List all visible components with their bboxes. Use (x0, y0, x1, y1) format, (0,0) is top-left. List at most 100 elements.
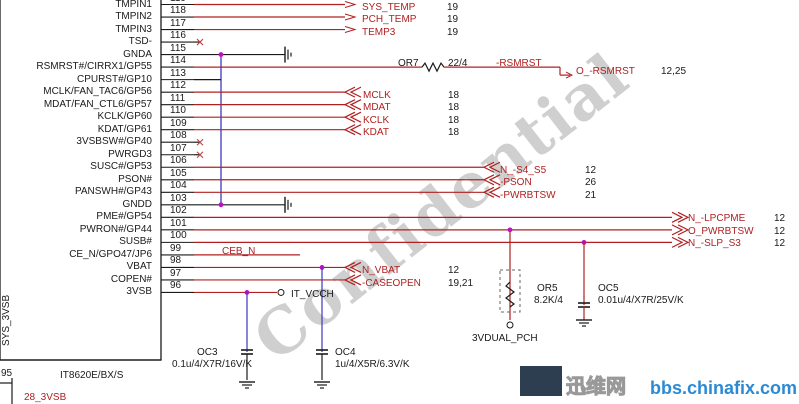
or5-ref: OR5 (537, 283, 558, 294)
pin-number-105: 105 (170, 167, 187, 179)
net-mdat: MDAT (363, 102, 391, 113)
temp-arrow-0 (344, 1, 357, 8)
oc4-ref: OC4 (335, 347, 356, 358)
pin-name-103: GNDD (122, 198, 152, 210)
ref-mdat: 18 (448, 102, 460, 113)
pin-name-118: TMPIN2 (115, 11, 152, 23)
net-rsmrst: -RSMRST (496, 58, 542, 69)
pin-name-107: PWRGD3 (108, 148, 152, 160)
pin-name-96: 3VSB (126, 286, 152, 298)
3vdual-pch-terminal (506, 321, 514, 329)
oc5-ref: OC5 (598, 283, 619, 294)
nc-x-11 (196, 138, 204, 146)
pin-number-101: 101 (170, 217, 187, 229)
pin-number-98: 98 (170, 255, 182, 267)
pwr-chevron-13-a (482, 161, 495, 173)
ps2-chevron-8-b (349, 99, 362, 111)
chip-side-label: SYS_3VSB (1, 294, 12, 346)
ps2-chevron-9-b (349, 111, 362, 123)
or5-dnp-box (499, 269, 521, 313)
pin-name-102: PME#/GP54 (96, 211, 152, 223)
net-pson: -PSON (500, 177, 532, 188)
ps2-chevron-9-a (343, 111, 356, 123)
or7-value: 22/4 (448, 58, 468, 69)
net-slp-s3: N_-SLP_S3 (688, 238, 741, 249)
pin-name-117: TMPIN3 (115, 23, 152, 35)
pin-number-99: 99 (170, 242, 182, 254)
pin-name-110: KCLK/GP60 (97, 111, 152, 123)
ref-rsmrst: 12,25 (661, 66, 687, 77)
susb-chevron-a (671, 236, 684, 248)
junction-pwron (507, 227, 513, 233)
junction-gndd (218, 202, 224, 208)
oc3-ref: OC3 (197, 347, 218, 358)
ps2-chevron-8-a (343, 99, 356, 111)
vbat-chevron-a (343, 261, 356, 273)
nc-x-3 (196, 38, 204, 46)
pin-number-110: 110 (170, 105, 186, 117)
pin-name-104: PANSWH#/GP43 (74, 186, 152, 198)
ref-pwrbtsw: 21 (585, 190, 597, 201)
net-kdat: KDAT (363, 127, 389, 138)
ref-s4s5: 12 (585, 165, 597, 176)
pin-number-103: 103 (170, 192, 187, 204)
pin-number-102: 102 (170, 205, 187, 217)
bottom-pin-number: 95 (1, 368, 13, 379)
pwron-chevron-b (677, 224, 690, 236)
pin-number-97: 97 (170, 267, 182, 279)
pme-chevron-a (671, 211, 684, 223)
pin-number-118: 118 (170, 5, 186, 17)
ref-caseopen: 19,21 (448, 278, 474, 289)
ref-mclk: 18 (448, 90, 460, 101)
or5-value: 8.2K/4 (534, 295, 563, 306)
net-3vdual-pch: 3VDUAL_PCH (472, 333, 538, 344)
ps2-chevron-10-b (349, 124, 362, 136)
ref-o-pwrbtsw: 12 (774, 226, 786, 237)
pin-number-111: 111 (170, 92, 186, 104)
net-kclk: KCLK (363, 115, 390, 126)
copen-chevron-a (343, 274, 356, 286)
net-o-pwrbtsw: O_PWRBTSW (688, 226, 754, 237)
pwr-chevron-15-b (488, 186, 501, 198)
pwr-chevron-14-a (482, 174, 495, 186)
ref-lpcpme: 12 (774, 213, 786, 224)
net-sys-temp: SYS_TEMP (362, 2, 416, 13)
temp-arrow-2 (344, 26, 357, 34)
temp-arrow-1 (344, 13, 357, 21)
pme-chevron-b (677, 211, 690, 223)
pin-name-113: CPURST#/GP10 (76, 73, 152, 85)
pin-name-119: TMPIN1 (115, 0, 152, 10)
net-ceb-n: CEB_N (222, 246, 256, 257)
pin-name-101: PWRON#/GP44 (79, 223, 152, 235)
pin-number-115: 115 (170, 42, 186, 54)
ref-slp-s3: 12 (774, 238, 786, 249)
site-logo-icon (520, 366, 562, 396)
nc-x-12 (196, 151, 204, 159)
pwr-chevron-14-b (488, 174, 501, 186)
pin-number-109: 109 (170, 117, 187, 129)
pin-name-99: CE_N/GPO47/JP6 (69, 248, 152, 260)
pwron-chevron-a (671, 224, 684, 236)
pin-name-115: GNDA (123, 48, 152, 60)
pin-number-112: 112 (170, 80, 186, 92)
pin-name-108: 3VSBSW#/GP40 (76, 136, 152, 148)
susb-chevron-b (677, 236, 690, 248)
pin-number-96: 96 (170, 280, 182, 292)
pin-name-105: PSON# (118, 173, 152, 185)
pin-name-111: MDAT/FAN_CTL6/GP57 (43, 98, 152, 110)
pin-name-98: VBAT (126, 261, 152, 273)
pin-name-116: TSD- (128, 36, 152, 48)
net-n-vbat: N_VBAT (362, 265, 401, 276)
net-s4s5: N_-S4_S5 (500, 165, 547, 176)
ps2-chevron-10-a (343, 124, 356, 136)
or5-resistor (505, 281, 515, 308)
oc3-value: 0.1u/4/X7R/16V/K (172, 359, 253, 370)
pin-number-104: 104 (170, 180, 187, 192)
site-logo-cn: 迅维网 (566, 376, 627, 399)
net-o-rsmrst: O_-RSMRST (576, 66, 635, 77)
or7-resistor (421, 61, 445, 73)
or7-ref: OR7 (398, 58, 419, 69)
net-pch-temp: PCH_TEMP (362, 14, 417, 25)
